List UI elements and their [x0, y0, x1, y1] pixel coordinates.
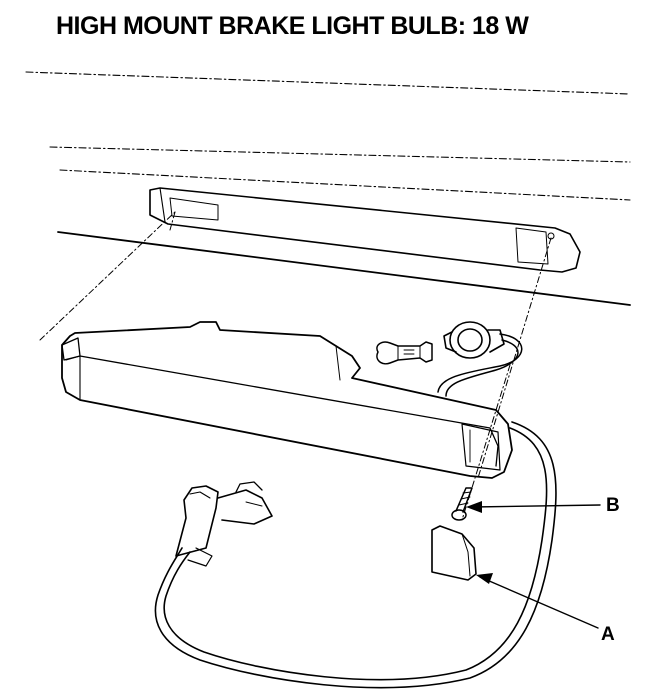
- socket-wires: [437, 333, 523, 397]
- end-cap: [431, 525, 477, 581]
- rear-window-outline: [25, 71, 631, 201]
- alignment-lines: [39, 211, 552, 521]
- brake-light-housing: [61, 321, 513, 479]
- callout-b: B: [606, 495, 620, 516]
- mounting-screw: [451, 487, 473, 521]
- bulb: [376, 341, 433, 365]
- wire-harness: [154, 421, 557, 689]
- mounting-bracket: [149, 187, 581, 273]
- arrowhead-a: [476, 573, 493, 584]
- bulb-socket: [443, 321, 505, 359]
- body-panel-line: [57, 231, 631, 306]
- arrowhead-b: [466, 501, 482, 513]
- leader-lines: [471, 504, 601, 629]
- harness-connector: [175, 481, 273, 567]
- page-title: HIGH MOUNT BRAKE LIGHT BULB: 18 W: [56, 12, 529, 40]
- callout-a: A: [601, 624, 615, 645]
